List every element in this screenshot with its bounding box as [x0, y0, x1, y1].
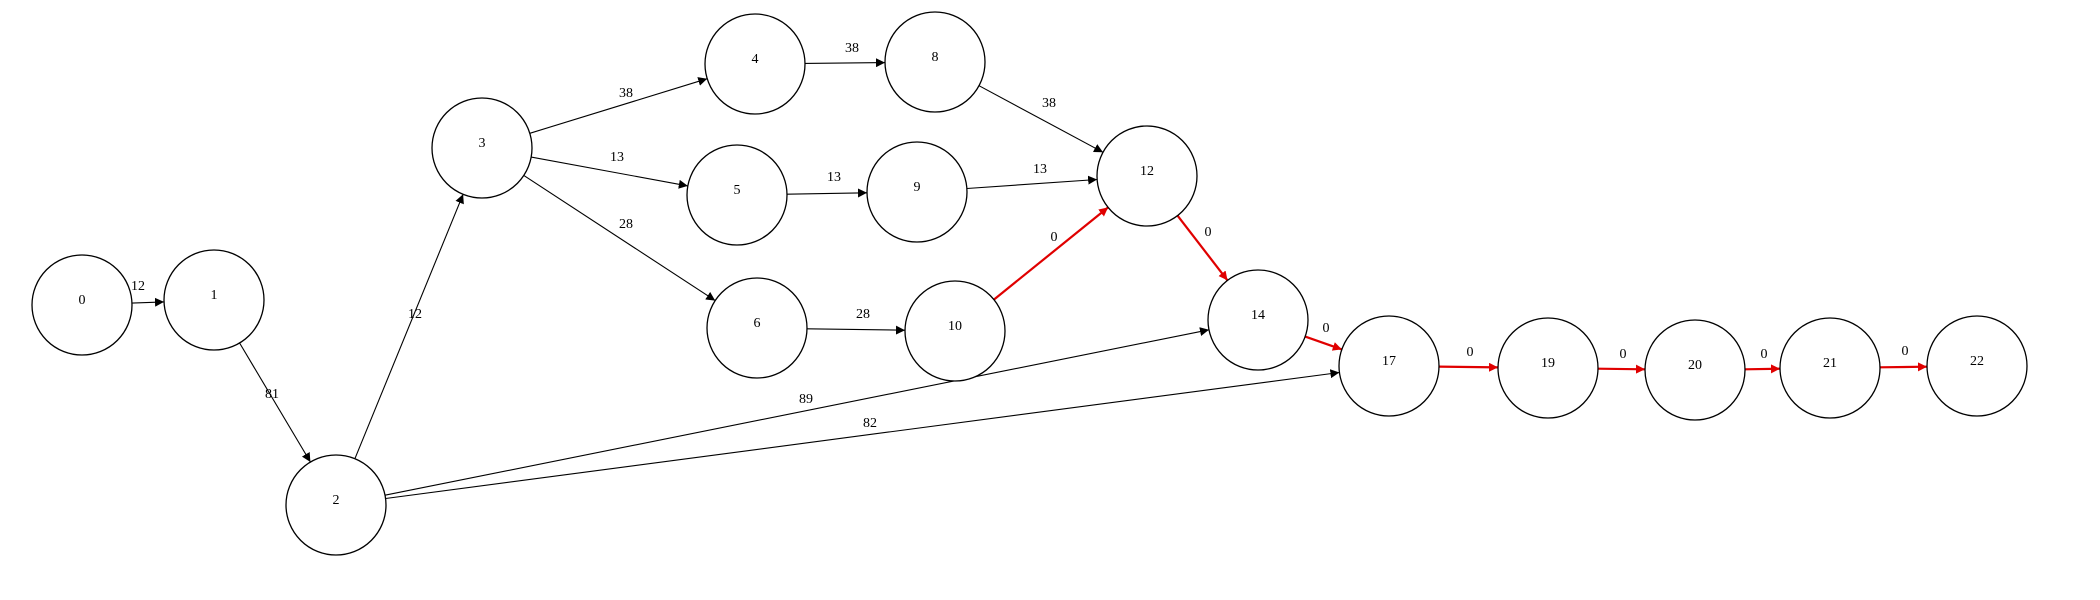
edge-17-19	[1438, 362, 1499, 372]
node-1: 1	[163, 249, 265, 351]
edge-9-12	[966, 175, 1098, 190]
edge-label-10-12: 0	[1051, 230, 1058, 245]
edge-label-8-12: 38	[1042, 96, 1056, 111]
node-3: 3	[431, 97, 533, 199]
edge-8-12	[978, 85, 1104, 153]
node-label-22: 22	[1970, 354, 1984, 369]
edge-label-21-22: 0	[1902, 344, 1909, 359]
edge-4-8	[804, 58, 886, 68]
edge-label-2-14: 89	[799, 392, 813, 407]
edge-1-2	[239, 342, 311, 463]
edge-2-17	[385, 369, 1340, 500]
edge-2-3	[354, 194, 464, 459]
node-label-14: 14	[1251, 308, 1265, 323]
edge-label-3-6: 28	[619, 217, 633, 232]
node-circle-4	[704, 13, 806, 115]
node-label-2: 2	[333, 493, 340, 508]
edge-5-9	[786, 188, 868, 198]
node-circle-9	[866, 141, 968, 243]
edge-label-4-8: 38	[845, 41, 859, 56]
node-4: 4	[704, 13, 806, 115]
node-12: 12	[1096, 125, 1198, 227]
edge-2-14	[384, 327, 1210, 496]
edges-layer	[131, 58, 1928, 500]
node-label-3: 3	[479, 136, 486, 151]
edge-label-2-3: 12	[408, 307, 422, 322]
node-2: 2	[285, 454, 387, 556]
node-circle-17	[1338, 315, 1440, 417]
node-9: 9	[866, 141, 968, 243]
edge-label-1-2: 81	[265, 387, 279, 402]
node-circle-14	[1207, 269, 1309, 371]
node-label-19: 19	[1541, 356, 1555, 371]
node-22: 22	[1926, 315, 2028, 417]
node-19: 19	[1497, 317, 1599, 419]
node-8: 8	[884, 11, 986, 113]
node-label-10: 10	[948, 319, 962, 334]
edge-0-1	[131, 297, 165, 307]
node-17: 17	[1338, 315, 1440, 417]
edge-12-14	[1176, 214, 1229, 282]
edge-6-10	[806, 325, 906, 335]
edge-label-5-9: 13	[827, 170, 841, 185]
edge-label-19-20: 0	[1620, 347, 1627, 362]
node-circle-22	[1926, 315, 2028, 417]
node-label-8: 8	[932, 50, 939, 65]
node-circle-21	[1779, 317, 1881, 419]
node-0: 0	[31, 254, 133, 356]
node-circle-10	[904, 280, 1006, 382]
node-label-1: 1	[211, 288, 218, 303]
node-label-20: 20	[1688, 358, 1702, 373]
edge-label-3-4: 38	[619, 86, 633, 101]
node-5: 5	[686, 144, 788, 246]
node-label-0: 0	[79, 293, 86, 308]
node-circle-1	[163, 249, 265, 351]
edge-3-4	[529, 77, 708, 134]
edge-3-6	[523, 174, 716, 302]
node-label-17: 17	[1382, 354, 1396, 369]
edge-label-20-21: 0	[1761, 347, 1768, 362]
edge-10-12	[993, 206, 1109, 301]
node-circle-6	[706, 277, 808, 379]
edge-label-0-1: 12	[131, 279, 145, 294]
edge-label-2-17: 82	[863, 416, 877, 431]
node-label-21: 21	[1823, 356, 1837, 371]
edge-label-17-19: 0	[1467, 345, 1474, 360]
node-circle-19	[1497, 317, 1599, 419]
edge-label-14-17: 0	[1323, 321, 1330, 336]
node-circle-12	[1096, 125, 1198, 227]
node-circle-2	[285, 454, 387, 556]
node-label-9: 9	[914, 180, 921, 195]
node-label-4: 4	[752, 52, 759, 67]
node-20: 20	[1644, 319, 1746, 421]
node-6: 6	[706, 277, 808, 379]
edge-label-3-5: 13	[610, 150, 624, 165]
node-14: 14	[1207, 269, 1309, 371]
edge-label-9-12: 13	[1033, 162, 1047, 177]
edge-label-12-14: 0	[1205, 225, 1212, 240]
edge-14-17	[1304, 335, 1343, 351]
edge-label-6-10: 28	[856, 307, 870, 322]
edge-19-20	[1597, 364, 1646, 374]
node-circle-8	[884, 11, 986, 113]
node-circle-3	[431, 97, 533, 199]
node-label-6: 6	[754, 316, 761, 331]
node-label-12: 12	[1140, 164, 1154, 179]
node-10: 10	[904, 280, 1006, 382]
node-21: 21	[1779, 317, 1881, 419]
node-circle-0	[31, 254, 133, 356]
node-circle-20	[1644, 319, 1746, 421]
edge-3-5	[531, 156, 688, 189]
node-label-5: 5	[734, 183, 741, 198]
edge-21-22	[1879, 362, 1928, 372]
node-circle-5	[686, 144, 788, 246]
edge-20-21	[1744, 364, 1781, 374]
